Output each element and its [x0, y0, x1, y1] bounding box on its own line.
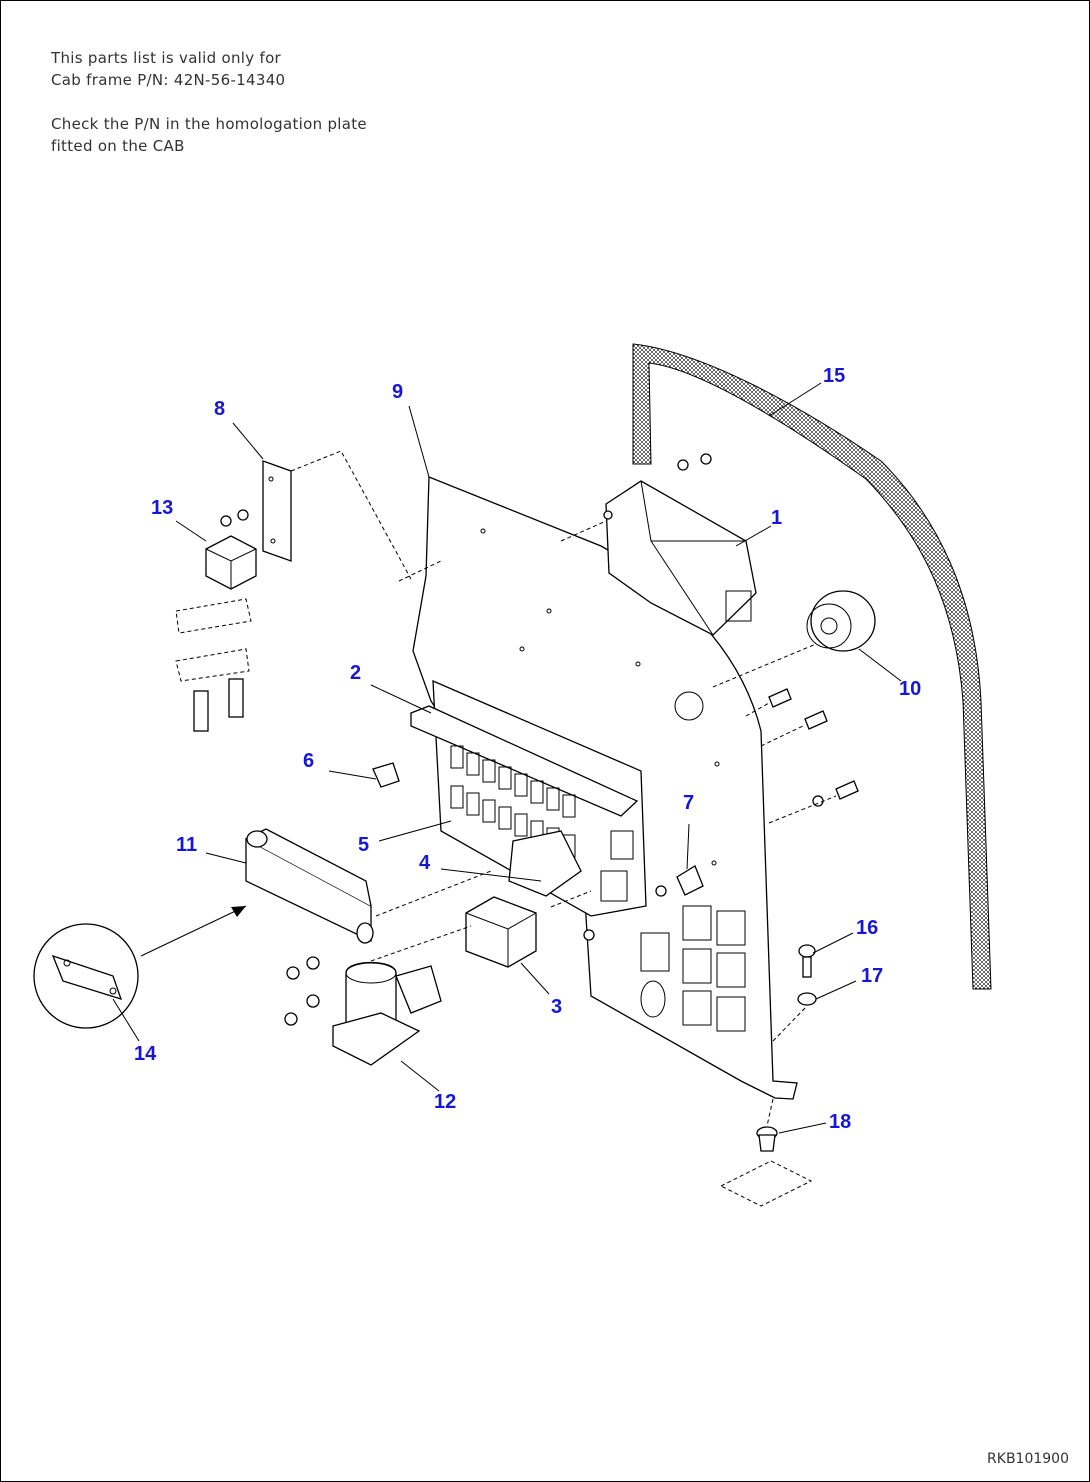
bracket [262, 460, 292, 562]
controller-unit [603, 453, 757, 636]
socket-block [245, 828, 374, 944]
validity-note-line-1: This parts list is valid only for [51, 49, 282, 67]
clip [372, 762, 400, 788]
callout-3: 3 [551, 996, 562, 1018]
callout-15: 15 [823, 365, 845, 387]
check-note-line-2: fitted on the CAB [51, 137, 185, 155]
callout-10: 10 [899, 678, 921, 700]
callout-6: 6 [303, 750, 314, 772]
seal-strip [632, 343, 992, 990]
relay [175, 509, 257, 732]
callout-14: 14 [134, 1043, 157, 1065]
washers [284, 885, 667, 1026]
diode [676, 865, 704, 896]
drawing-code: RKB101900 [987, 1451, 1069, 1467]
callout-17: 17 [861, 965, 883, 987]
validity-note-line-2: Cab frame P/N: 42N-56-14340 [51, 71, 286, 89]
buzzer [806, 590, 876, 652]
callout-1: 1 [771, 507, 782, 529]
callout-4: 4 [419, 852, 431, 874]
relay-unit [465, 896, 537, 968]
callout-7: 7 [683, 792, 694, 814]
check-note-line-1: Check the P/N in the homologation plate [51, 115, 367, 133]
callout-8: 8 [214, 398, 225, 420]
callout-9: 9 [392, 381, 403, 403]
callout-2: 2 [350, 662, 361, 684]
screws [768, 688, 859, 1006]
callout-16: 16 [856, 917, 878, 939]
callout-13: 13 [151, 497, 173, 519]
floor-clip [719, 1126, 813, 1207]
callout-11: 11 [176, 834, 197, 856]
alignment-lines [290, 450, 837, 1127]
detail-circle [33, 905, 247, 1029]
callout-5: 5 [358, 834, 369, 856]
leader-lines [112, 382, 902, 1134]
power-relay [332, 961, 442, 1066]
fuse-box [410, 679, 647, 917]
callout-12: 12 [434, 1091, 456, 1113]
callouts: 1 2 3 4 5 6 7 8 9 10 11 12 13 14 15 16 1… [134, 365, 921, 1133]
callout-18: 18 [829, 1111, 851, 1133]
